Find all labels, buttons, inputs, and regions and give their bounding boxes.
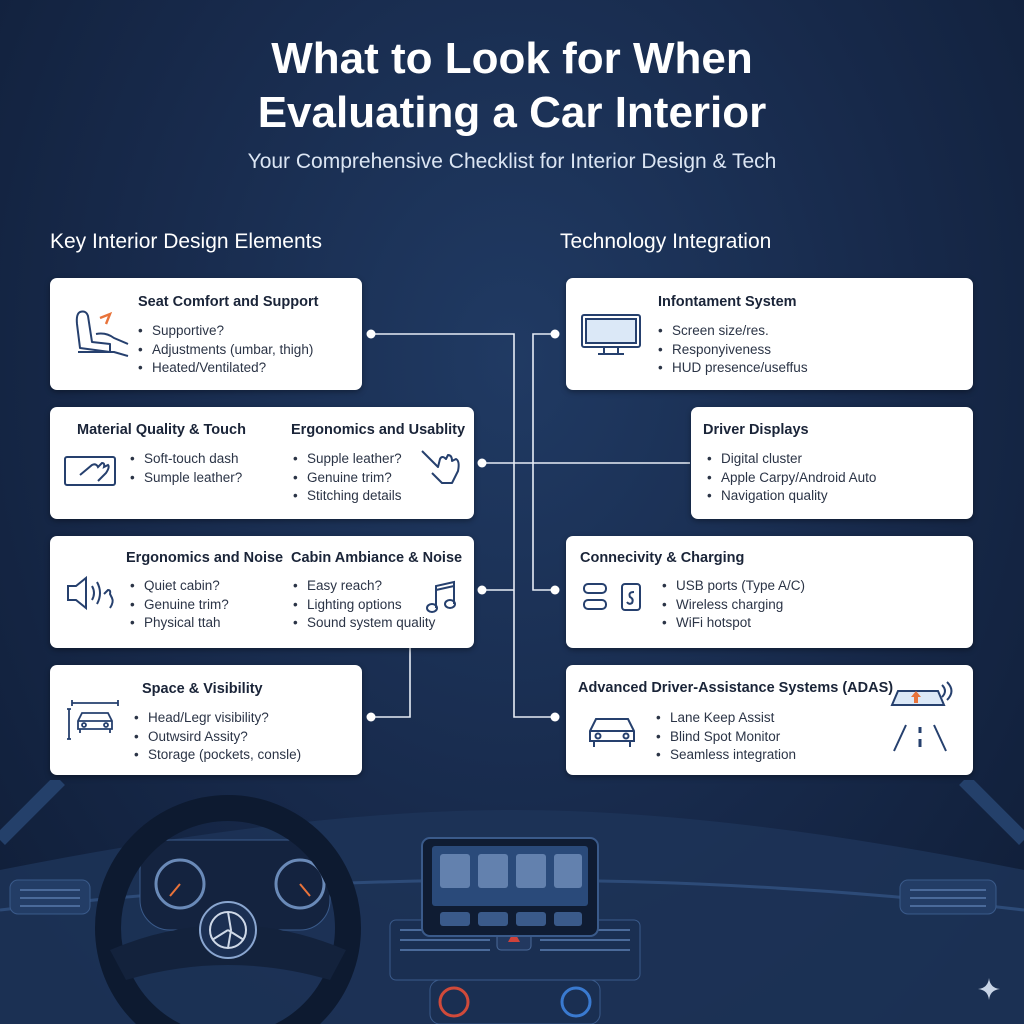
list-item: Stitching details bbox=[293, 487, 402, 506]
list-item: Apple Carpy/Android Auto bbox=[707, 469, 876, 488]
section-heading-design: Key Interior Design Elements bbox=[50, 230, 322, 253]
hand-touch-icon bbox=[62, 451, 120, 491]
card-material-ergonomics: Material Quality & Touch Soft-touch dash… bbox=[50, 407, 474, 519]
card-title: Material Quality & Touch bbox=[77, 422, 246, 438]
card-title: Space & Visibility bbox=[142, 681, 263, 697]
card-title: Ergonomics and Usablity bbox=[291, 422, 466, 438]
list-item: Storage (pockets, consle) bbox=[134, 746, 301, 765]
list-item: Adjustments (umbar, thigh) bbox=[138, 341, 313, 360]
list-item: USB ports (Type A/C) bbox=[662, 577, 805, 596]
list-item: HUD presence/useffus bbox=[658, 359, 808, 378]
list-item: Quiet cabin? bbox=[130, 577, 229, 596]
list-item: Head/Legr visibility? bbox=[134, 709, 301, 728]
bullet-list: Soft-touch dash Sumple leather? bbox=[130, 450, 242, 487]
list-item: Easy reach? bbox=[293, 577, 435, 596]
dashboard-illustration bbox=[0, 780, 1024, 1024]
list-item: Navigation quality bbox=[707, 487, 876, 506]
list-item: Lane Keep Assist bbox=[656, 709, 796, 728]
list-item: Screen size/res. bbox=[658, 322, 808, 341]
list-item: Soft-touch dash bbox=[130, 450, 242, 469]
list-item: Blind Spot Monitor bbox=[656, 728, 796, 747]
list-item: Genuine trim? bbox=[130, 596, 229, 615]
card-title: Driver Displays bbox=[703, 422, 809, 438]
list-item: Sumple leather? bbox=[130, 469, 242, 488]
list-item: Responyiveness bbox=[658, 341, 808, 360]
list-item: Supple leather? bbox=[293, 450, 402, 469]
list-item: Physical ttah bbox=[130, 614, 229, 633]
bullet-list: Head/Legr visibility? Outwsird Assity? S… bbox=[134, 709, 301, 765]
music-note-icon bbox=[424, 580, 460, 616]
car-dimensions-icon bbox=[66, 699, 124, 741]
card-connectivity: Connecivity & Charging USB ports (Type A… bbox=[566, 536, 973, 648]
bullet-list: Easy reach? Lighting options Sound syste… bbox=[293, 577, 435, 633]
bullet-list: Supple leather? Genuine trim? Stitching … bbox=[293, 450, 402, 506]
card-space-visibility: Space & Visibility Head/Legr visibility?… bbox=[50, 665, 362, 775]
sparkle-icon bbox=[978, 978, 1000, 1000]
page-title-line-2: Evaluating a Car Interior bbox=[257, 88, 767, 137]
card-driver-displays: Driver Displays Digital cluster Apple Ca… bbox=[691, 407, 973, 519]
bullet-list: Digital cluster Apple Carpy/Android Auto… bbox=[707, 450, 876, 506]
bullet-list: Quiet cabin? Genuine trim? Physical ttah bbox=[130, 577, 229, 633]
card-title: Seat Comfort and Support bbox=[138, 294, 319, 310]
bullet-list: Lane Keep Assist Blind Spot Monitor Seam… bbox=[656, 709, 796, 765]
card-title: Connecivity & Charging bbox=[580, 550, 745, 566]
list-item: Heated/Ventilated? bbox=[138, 359, 313, 378]
bullet-list: USB ports (Type A/C) Wireless charging W… bbox=[662, 577, 805, 633]
card-title: Advanced Driver-Assistance Systems (ADAS… bbox=[578, 680, 894, 696]
seat-icon bbox=[70, 304, 134, 362]
list-item: Lighting options bbox=[293, 596, 435, 615]
list-item: Outwsird Assity? bbox=[134, 728, 301, 747]
page-title-line-1: What to Look for When bbox=[271, 34, 753, 83]
list-item: WiFi hotspot bbox=[662, 614, 805, 633]
card-title: Ergonomics and Noise bbox=[126, 550, 284, 566]
car-front-icon bbox=[584, 711, 640, 751]
lane-assist-icon bbox=[884, 681, 960, 755]
page-subtitle: Your Comprehensive Checklist for Interio… bbox=[247, 150, 777, 173]
card-title: Infontament System bbox=[658, 294, 797, 310]
list-item: Seamless integration bbox=[656, 746, 796, 765]
bullet-list: Screen size/res. Responyiveness HUD pres… bbox=[658, 322, 808, 378]
bullet-list: Supportive? Adjustments (umbar, thigh) H… bbox=[138, 322, 313, 378]
card-adas: Advanced Driver-Assistance Systems (ADAS… bbox=[566, 665, 973, 775]
list-item: Wireless charging bbox=[662, 596, 805, 615]
list-item: Genuine trim? bbox=[293, 469, 402, 488]
card-title: Cabin Ambiance & Noise bbox=[291, 550, 463, 566]
card-seat-comfort: Seat Comfort and Support Supportive? Adj… bbox=[50, 278, 362, 390]
list-item: Digital cluster bbox=[707, 450, 876, 469]
usb-ports-icon bbox=[582, 580, 646, 616]
list-item: Supportive? bbox=[138, 322, 313, 341]
section-heading-technology: Technology Integration bbox=[560, 230, 772, 253]
card-noise-ambiance: Ergonomics and Noise Quiet cabin? Genuin… bbox=[50, 536, 474, 648]
card-infotainment: Infontament System Screen size/res. Resp… bbox=[566, 278, 973, 390]
pointer-hand-icon bbox=[418, 445, 464, 487]
speaker-icon bbox=[64, 572, 122, 614]
monitor-icon bbox=[580, 312, 642, 358]
list-item: Sound system quality bbox=[293, 614, 435, 633]
